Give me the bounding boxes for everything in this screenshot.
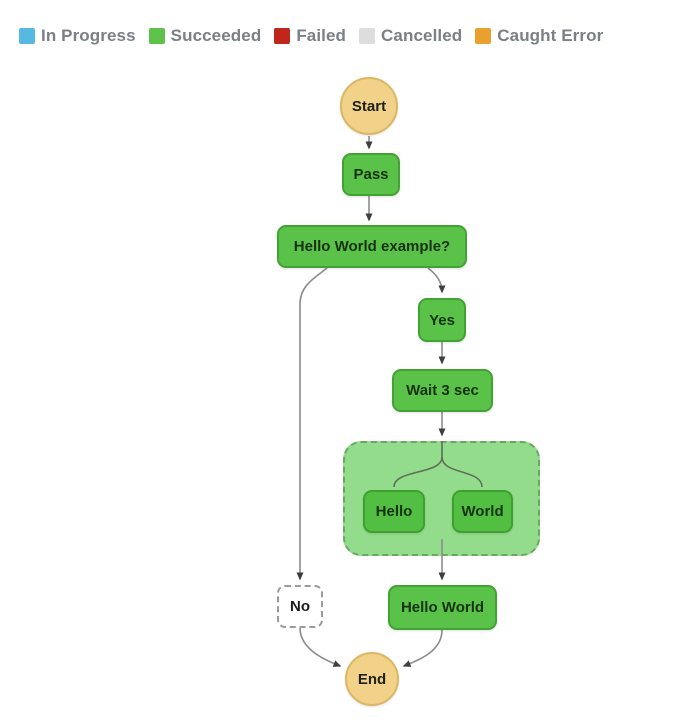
legend-label: In Progress [41,26,136,45]
node-end[interactable]: End [345,652,399,706]
legend-label: Failed [296,26,347,45]
node-choice-hello-world-example[interactable]: Hello World example? [277,225,467,268]
node-hello-world[interactable]: Hello World [388,585,497,630]
status-legend: In Progress Succeeded Failed Cancelled C… [19,26,603,46]
legend-item-caught-error: Caught Error [475,26,603,46]
legend-item-cancelled: Cancelled [359,26,462,46]
legend-label: Caught Error [497,26,604,45]
node-hello[interactable]: Hello [363,490,425,533]
succeeded-swatch-icon [148,28,165,44]
legend-item-in-progress: In Progress [19,26,136,46]
node-world[interactable]: World [452,490,513,533]
node-start[interactable]: Start [340,77,398,135]
node-no[interactable]: No [277,585,323,628]
node-wait-3-sec[interactable]: Wait 3 sec [392,369,493,412]
legend-item-succeeded: Succeeded [148,26,262,46]
in-progress-swatch-icon [19,28,35,44]
legend-label: Succeeded [170,26,262,45]
legend-item-failed: Failed [274,26,346,46]
failed-swatch-icon [274,28,291,44]
legend-label: Cancelled [381,26,463,45]
caught-error-swatch-icon [475,28,492,44]
node-pass[interactable]: Pass [342,153,400,196]
node-yes[interactable]: Yes [418,298,466,342]
cancelled-swatch-icon [359,28,376,44]
